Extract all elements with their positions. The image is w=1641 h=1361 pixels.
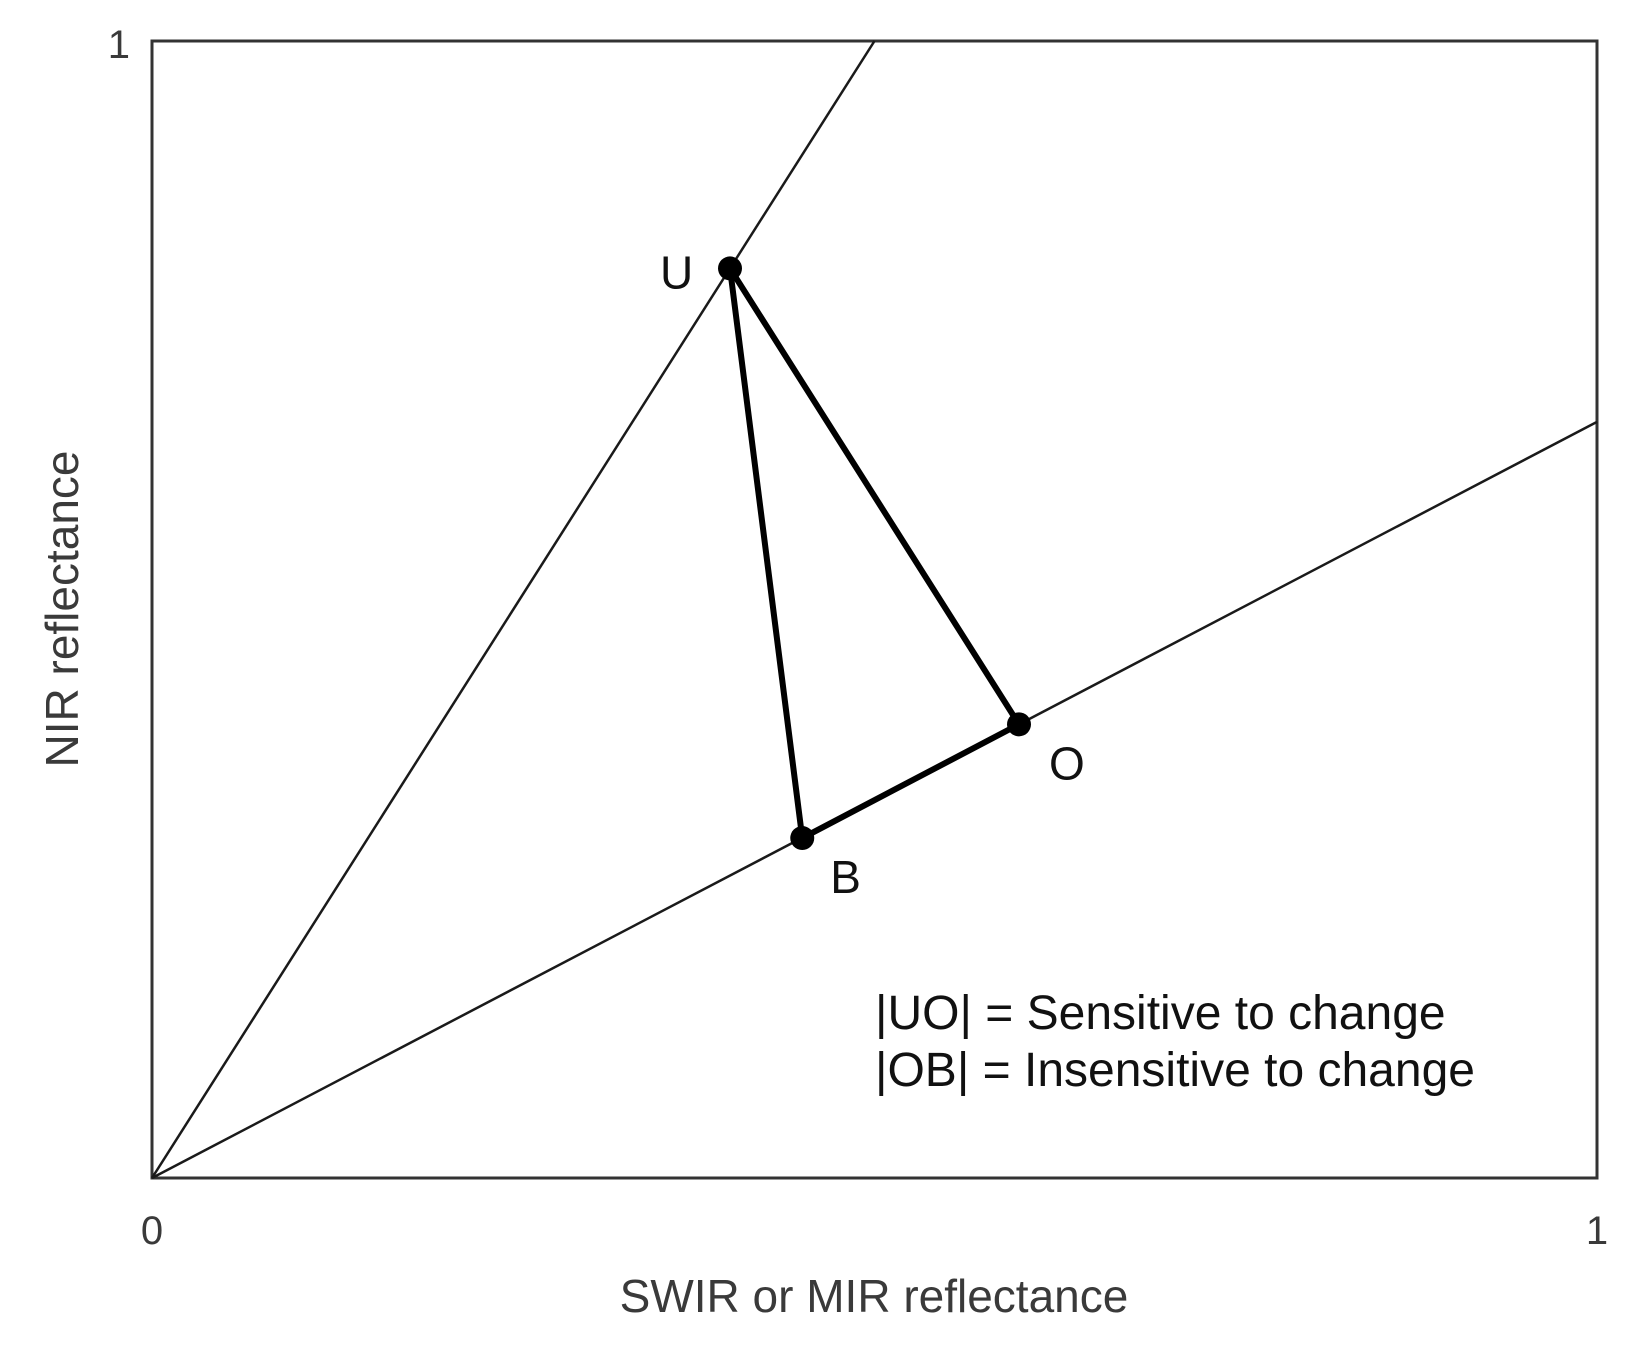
- y-axis-label: NIR reflectance: [36, 450, 88, 767]
- x-tick-max: 1: [1586, 1209, 1608, 1253]
- point-o: [1007, 712, 1031, 737]
- point-u: [718, 256, 742, 281]
- points-layer: U O B: [660, 246, 1085, 903]
- y-tick-max: 1: [108, 23, 130, 67]
- point-b: [790, 826, 815, 851]
- legend-line-uo: |UO| = Sensitive to change: [875, 987, 1446, 1040]
- segment-ub: [727, 265, 806, 842]
- triangle-segments: [727, 265, 1022, 842]
- segment-uo: [727, 265, 1022, 728]
- segment-ob: [799, 721, 1022, 842]
- reference-line-1: [150, 40, 876, 1179]
- x-tick-min: 0: [141, 1209, 163, 1253]
- point-label-o: O: [1049, 737, 1085, 789]
- legend-line-ob: |OB| = Insensitive to change: [875, 1044, 1475, 1097]
- point-label-b: B: [830, 851, 861, 903]
- point-label-u: U: [660, 246, 693, 298]
- x-axis-label: SWIR or MIR reflectance: [620, 1270, 1129, 1322]
